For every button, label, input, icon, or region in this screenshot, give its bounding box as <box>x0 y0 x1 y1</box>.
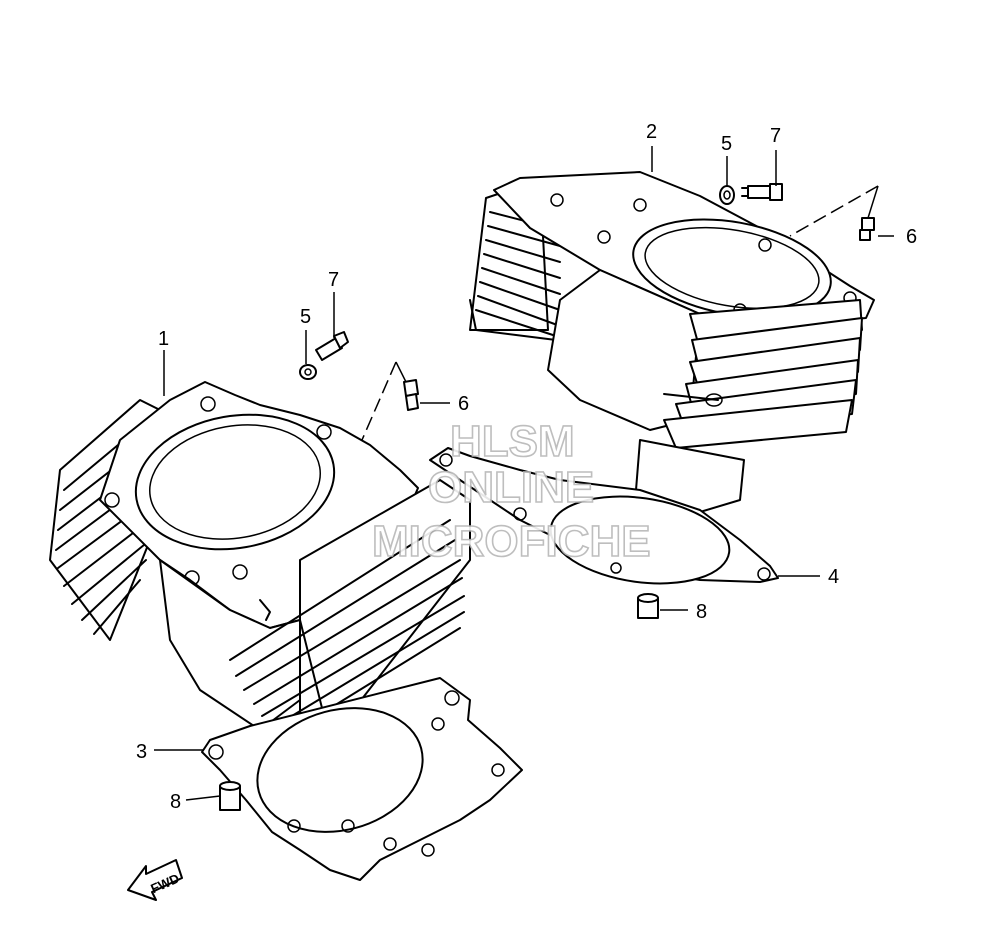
callout-6-upper: 6 <box>906 226 917 248</box>
washer-5-upper[interactable] <box>719 185 735 205</box>
watermark-line-1: HLSM <box>450 417 575 466</box>
front-cylinder[interactable] <box>49 381 471 751</box>
washer-5-lower[interactable] <box>299 364 317 380</box>
callout-5-lower: 5 <box>300 306 311 328</box>
plug-6-lower[interactable] <box>403 379 419 411</box>
dowel-pin-8-right[interactable] <box>637 593 659 619</box>
cylinder-base-gasket-front[interactable] <box>201 677 523 881</box>
callout-1: 1 <box>158 328 169 350</box>
watermark-line-2: ONLINE <box>428 463 594 512</box>
plug-6-upper[interactable] <box>859 217 875 241</box>
rear-cylinder[interactable] <box>469 171 875 513</box>
bolt-7-lower[interactable] <box>315 331 349 361</box>
bolt-7-upper[interactable] <box>741 183 783 201</box>
callout-8-left: 8 <box>170 791 181 813</box>
callout-5-upper: 5 <box>721 133 732 155</box>
callout-7-lower: 7 <box>328 269 339 291</box>
callout-8-right: 8 <box>696 601 707 623</box>
watermark: HLSM ONLINE MICROFICHE <box>371 416 651 567</box>
callout-4: 4 <box>828 566 839 588</box>
callout-7-upper: 7 <box>770 125 781 147</box>
callout-3: 3 <box>136 741 147 763</box>
callout-2: 2 <box>646 121 657 143</box>
callout-6-lower: 6 <box>458 393 469 415</box>
callout-numbers: 2 5 7 6 1 5 7 6 4 8 3 8 <box>136 121 917 813</box>
dowel-pin-8-left[interactable] <box>219 781 241 811</box>
leader-lines <box>154 146 894 801</box>
watermark-line-3: MICROFICHE <box>372 517 651 566</box>
fwd-direction-arrow: FWD <box>127 859 183 901</box>
cylinder-base-gasket-rear[interactable] <box>429 447 779 594</box>
